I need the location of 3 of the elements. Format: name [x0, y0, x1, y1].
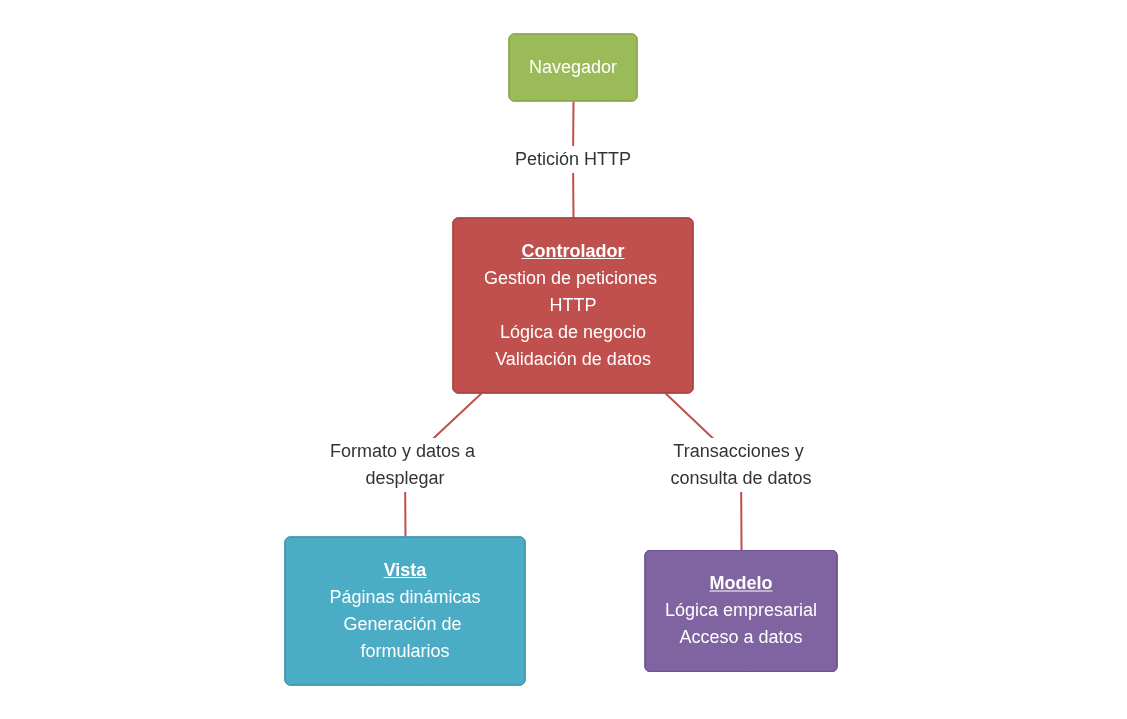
edge-label: Petición HTTP: [515, 149, 632, 169]
edge-label: Transacciones y consulta de datos: [670, 441, 813, 488]
edge-label: Formato y datos a desplegar: [330, 441, 476, 488]
